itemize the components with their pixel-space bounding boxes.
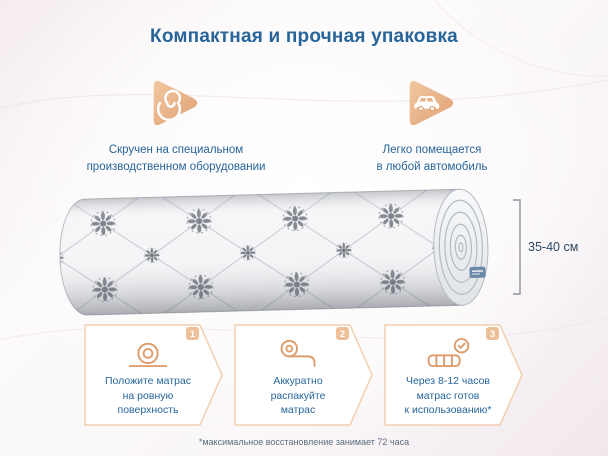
step-text: Аккуратно распакуйте матрас bbox=[270, 374, 326, 417]
car-icon bbox=[409, 80, 454, 126]
ready-check-icon bbox=[427, 337, 470, 367]
footnote: *максимальное восстановление занимает 72… bbox=[198, 437, 410, 447]
brand-tag bbox=[469, 266, 486, 278]
spiral-icon bbox=[153, 80, 198, 126]
page-title: Компактная и прочная упаковка bbox=[150, 26, 458, 47]
step-2: 2 Аккуратно распакуйте матрас bbox=[234, 324, 374, 426]
step-number-badge: 2 bbox=[336, 327, 349, 340]
diameter-measurement: 35-40 см bbox=[512, 198, 578, 296]
feature-car-text: Легко помещается в любой автомобиль bbox=[376, 144, 488, 173]
feature-car: Легко помещается в любой автомобиль bbox=[312, 74, 552, 175]
measurement-bracket-icon bbox=[513, 199, 521, 295]
step-chevron bbox=[84, 324, 223, 426]
step-number-badge: 3 bbox=[486, 327, 499, 340]
feature-rolled: Скручен на специальном производственном … bbox=[56, 74, 296, 175]
features-row: Скручен на специальном производственном … bbox=[48, 74, 560, 175]
step-chevron bbox=[234, 324, 373, 426]
step-1: 1 Положите матрас на ровную поверхность bbox=[84, 324, 224, 426]
step-text: Положите матрас на ровную поверхность bbox=[104, 374, 192, 417]
step-3: 3 Через 8-12 часов матрас готов к исполь… bbox=[384, 324, 524, 426]
diameter-label: 35-40 см bbox=[528, 240, 579, 254]
rolled-mattress-image bbox=[54, 180, 503, 329]
step-chevron bbox=[384, 324, 523, 426]
step-number-badge: 1 bbox=[186, 327, 199, 340]
place-on-floor-icon bbox=[128, 342, 168, 367]
unpack-icon bbox=[280, 339, 316, 367]
step-text: Через 8-12 часов матрас готов к использо… bbox=[404, 374, 492, 417]
feature-rolled-text: Скручен на специальном производственном … bbox=[86, 144, 266, 173]
steps-row: 1 Положите матрас на ровную поверхность … bbox=[0, 324, 608, 426]
